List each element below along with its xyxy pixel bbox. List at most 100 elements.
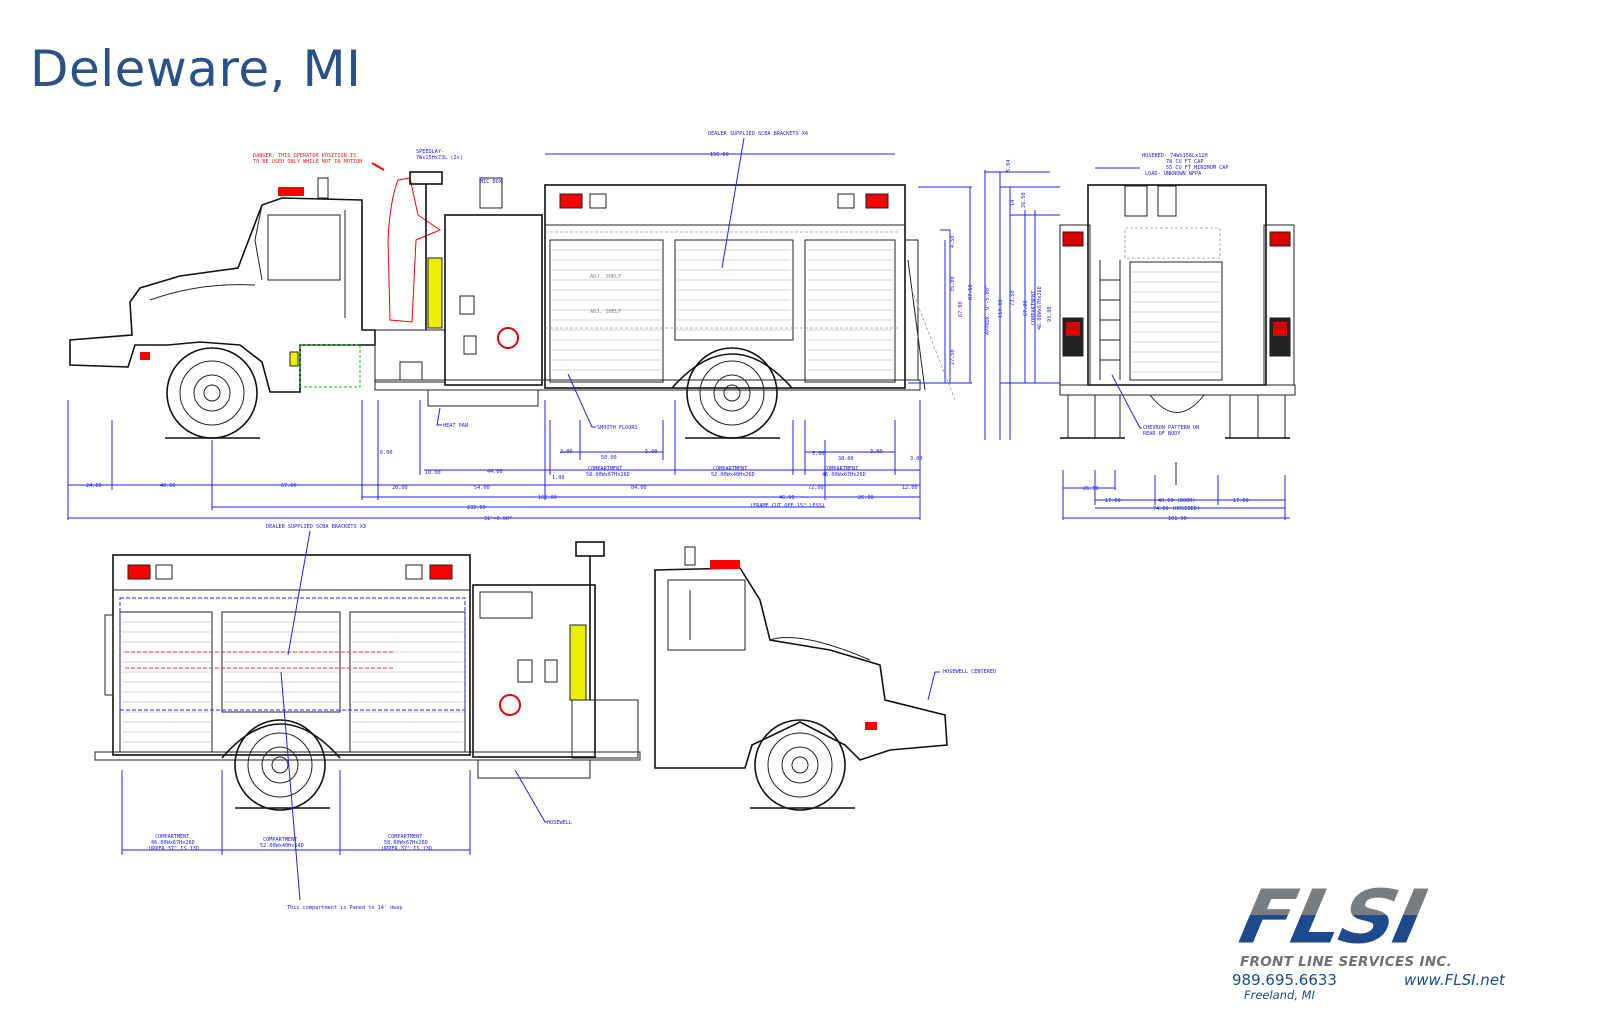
rear-wheel bbox=[686, 347, 778, 439]
dim-label: 6.00 bbox=[380, 450, 393, 456]
rear-compartment-door bbox=[1129, 261, 1223, 381]
company-name: FRONT LINE SERVICES INC. bbox=[1240, 954, 1453, 970]
logo-wordmark: FLSI bbox=[1232, 875, 1432, 961]
dim-label: 101.00 bbox=[1168, 516, 1187, 522]
compartment-size: 52.00Wx40Hx26D bbox=[711, 472, 755, 478]
shelf-label: ADJ. SHELF bbox=[590, 309, 621, 315]
danger-note: TO BE USED ONLY WHILE NOT IN MOTION bbox=[253, 159, 362, 165]
paned-note: This compartment is Paned to 14' deep bbox=[287, 905, 403, 911]
top-side-view: ADJ. SHELF ADJ. SHELF DANGER: THIS OPERA… bbox=[67, 131, 1060, 522]
hosewell-centered-label: HOSEWELL CENTERED bbox=[943, 669, 996, 675]
dim-label: 50.00 bbox=[601, 455, 617, 461]
compartment-label: COMPARTMENT bbox=[155, 834, 189, 840]
compartment-label: COMPARTMENT bbox=[263, 837, 297, 843]
compartment-label: COMPARTMENT bbox=[388, 834, 422, 840]
dim-label: 12.00 bbox=[902, 485, 918, 491]
speedlay-icon bbox=[575, 541, 605, 557]
front-wheel bbox=[166, 347, 258, 439]
flsi-logo: FLSI FRONT LINE SERVICES INC. 989.695.66… bbox=[1232, 875, 1532, 1002]
dim-label: 14 bbox=[1010, 200, 1016, 206]
dim-label: 5.00 bbox=[645, 449, 658, 455]
scba-brackets-label: DEALER SUPPLIED SCBA BRACKETS X3 bbox=[266, 524, 366, 530]
dim-label: 67.00 bbox=[281, 483, 297, 489]
mic-box-label: MIC BOX bbox=[480, 179, 503, 185]
dim-label: 17.00 bbox=[1105, 498, 1121, 504]
siren-icon bbox=[684, 546, 696, 566]
compartment-size: 52.00Wx40Hx14D bbox=[260, 843, 304, 849]
compartment-size: 46.00Wx67Hx26D bbox=[151, 840, 195, 846]
dim-label: 10.00 bbox=[425, 470, 441, 476]
dim-label: 73.50 bbox=[1010, 290, 1016, 306]
hosebed-note: 55 CU FT MINIMUM CAP bbox=[1166, 165, 1228, 171]
dim-label: 165.00 bbox=[538, 495, 557, 501]
cab bbox=[69, 177, 376, 393]
dim-label: 17.00 bbox=[1233, 498, 1249, 504]
hosewell-label: HOSEWELL bbox=[547, 820, 572, 826]
dim-label: 35.00 bbox=[950, 276, 956, 292]
heat-pan-label: HEAT PAN bbox=[443, 423, 468, 429]
dim-label: 20.00 bbox=[392, 485, 408, 491]
compartment-doors: ADJ. SHELF ADJ. SHELF bbox=[545, 231, 900, 383]
front-wheel bbox=[754, 719, 846, 811]
dim-label: 67.00 bbox=[958, 301, 964, 317]
compartment-size: 46.00Wx67Hx26D bbox=[1037, 286, 1043, 330]
scba-brackets-label: DEALER SUPPLIED SCBA BRACKETS X4 bbox=[708, 131, 808, 137]
compartment-doors bbox=[119, 597, 466, 753]
dim-label: 87.50 bbox=[968, 284, 974, 300]
dim-label: 1.00 bbox=[552, 475, 565, 481]
speedlay-label: SPEEDLAY- bbox=[416, 149, 444, 155]
dim-label: 38.00 bbox=[838, 456, 854, 462]
dim-label: 27.50 bbox=[950, 349, 956, 365]
operator-figure bbox=[387, 177, 442, 323]
dim-label: 113.00 bbox=[998, 299, 1004, 318]
dim-label: 74.00 (HOSEBED) bbox=[1153, 506, 1200, 512]
warning-light-icon bbox=[278, 187, 304, 196]
speedlay-icon bbox=[409, 171, 443, 185]
dim-label: 67.00 bbox=[1023, 300, 1029, 316]
compartment-label: COMPARTMENT bbox=[824, 466, 858, 472]
dim-label: 40.00 (DOOR) bbox=[1158, 498, 1195, 504]
dim-label: 26.00 bbox=[858, 495, 874, 501]
compartment-note: UPPER 37" IS 13D bbox=[149, 846, 199, 852]
warning-light-icon bbox=[710, 560, 740, 569]
dim-label: 4.50 bbox=[950, 236, 956, 249]
compartment-label: COMPARTMENT bbox=[588, 466, 622, 472]
dim-label: 26.50 bbox=[1021, 192, 1027, 208]
website-link[interactable]: www.FLSI.net bbox=[1404, 971, 1505, 989]
compartment-size: 58.00Wx67Hx26D bbox=[586, 472, 630, 478]
compartment-size: 58.00Wx67Hx26D bbox=[384, 840, 428, 846]
chevron-note: CHEVRON PATTERN ON bbox=[1143, 425, 1199, 431]
rear-view: HOSEBED- 74Wx156Lx12H 78 CU FT CAP 55 CU… bbox=[1059, 153, 1296, 522]
dim-label: 46.00 bbox=[779, 495, 795, 501]
phone-number: 989.695.6633 bbox=[1232, 971, 1337, 989]
dim-label: 72.00 bbox=[808, 485, 824, 491]
dim-label: 5.00 bbox=[812, 451, 825, 457]
dim-label: 3.00 bbox=[560, 449, 573, 455]
frame-note: (FRAME CUT OFF 15" LESS) bbox=[750, 503, 825, 509]
compartment-note: UPPER 37" IS 13D bbox=[382, 846, 432, 852]
hosebed-note: HOSEBED- 74Wx156Lx12H bbox=[1142, 153, 1208, 159]
page-title: Deleware, MI bbox=[30, 40, 362, 98]
horizontal-dimensions: 6.00 3.00 50.00 5.00 5.00 38.00 3.00 3.0… bbox=[67, 400, 923, 522]
smooth-floors-label: SMOOTH FLOORS bbox=[597, 425, 638, 431]
chevron-note: REAR OF BODY bbox=[1143, 431, 1181, 437]
dim-label: 232.00 bbox=[467, 505, 486, 511]
company-city: Freeland, MI bbox=[1244, 988, 1315, 1002]
mic-box bbox=[479, 177, 503, 209]
shelf-label: ADJ. SHELF bbox=[590, 274, 621, 280]
dim-label: 24.00 bbox=[86, 483, 102, 489]
rear-ladder bbox=[1099, 260, 1121, 380]
hosebed-note: LOAD- UNKNOWN NFPA bbox=[1145, 171, 1202, 177]
bottom-side-view: DEALER SUPPLIED SCBA BRACKETS X3 This co… bbox=[94, 524, 996, 911]
compartment-size: 46.00Wx67Hx26D bbox=[822, 472, 866, 478]
dim-label: 3.00 bbox=[870, 449, 883, 455]
approx-height: APPROX. 9'-5.00" bbox=[985, 285, 991, 335]
pump-panel bbox=[472, 584, 596, 758]
overall-length: 31'-0.00" bbox=[484, 516, 512, 522]
dim-label: 93.00 bbox=[1047, 306, 1053, 322]
danger-note: DANGER: THIS OPERATOR POSITION IS bbox=[253, 153, 356, 159]
dim-label: 26.50 bbox=[1083, 486, 1099, 492]
dim-label: 40.00 bbox=[160, 483, 176, 489]
dim-label: 54.00 bbox=[474, 485, 490, 491]
